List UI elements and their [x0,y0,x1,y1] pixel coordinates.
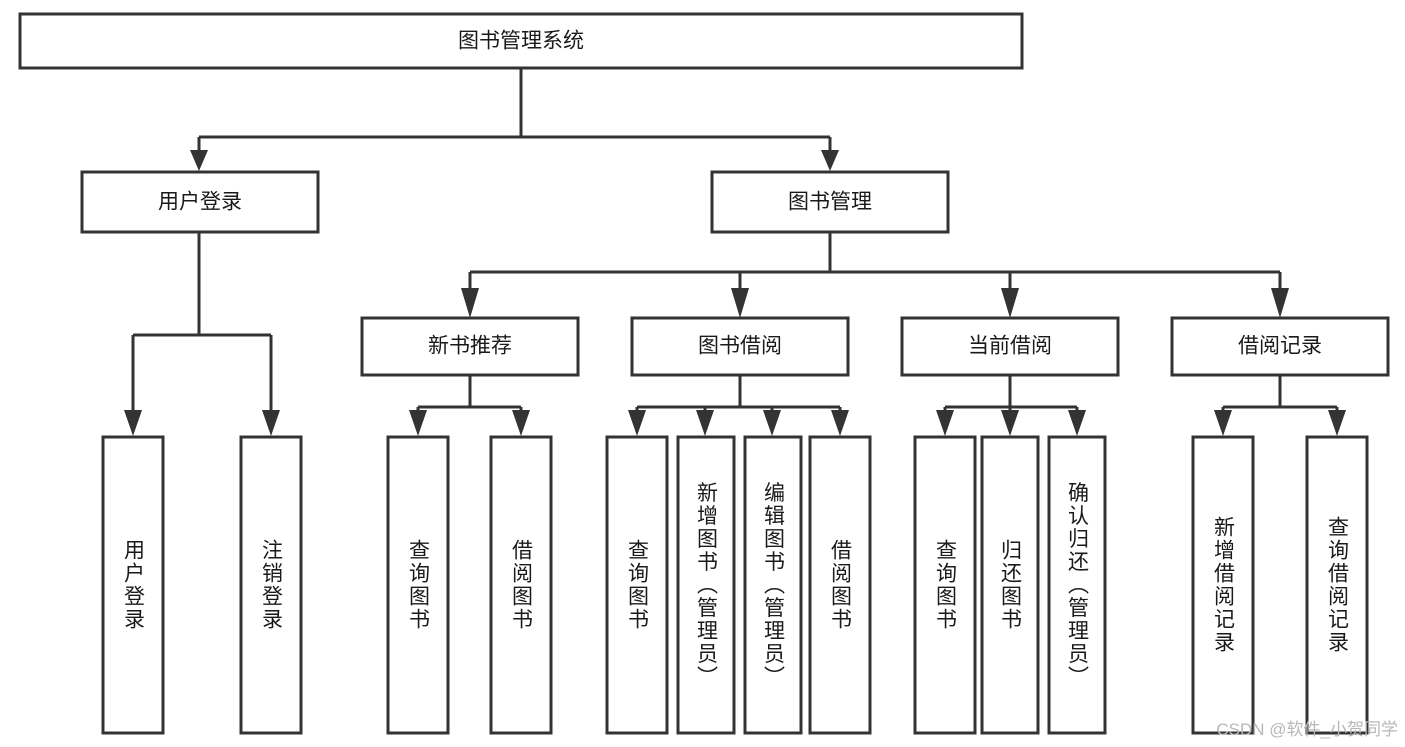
node-leaf-edit-book-box[interactable] [743,435,803,735]
connector-group-book-management [461,232,1289,318]
connector-group-book-borrow [628,375,849,436]
node-user-login[interactable]: 用户登录 [80,170,320,234]
node-leaf-query-book-1[interactable]: 查询图书 [386,435,450,735]
node-book-borrow[interactable]: 图书借阅 [630,316,850,377]
node-leaf-borrow-book-2[interactable]: 借阅图书 [808,435,872,735]
node-leaf-add-record-box[interactable] [1191,435,1255,735]
node-leaf-user-login[interactable]: 用户登录 [101,435,165,735]
arrow-head-leaf-query-book-1 [409,410,427,436]
node-leaf-logout-login-label: 注销登录 [260,539,284,631]
node-leaf-query-book-1-box[interactable] [386,435,450,735]
arrow-head-leaf-borrow-book-2 [831,410,849,436]
arrow-head-book-borrow [731,288,749,318]
node-leaf-query-book-3-box[interactable] [913,435,977,735]
node-leaf-borrow-book-2-box[interactable] [808,435,872,735]
node-leaf-edit-book[interactable]: 编辑图书（管理员） [743,435,803,735]
node-leaf-user-login-box[interactable] [101,435,165,735]
arrow-head-borrow-record [1271,288,1289,318]
node-leaf-confirm-return-label: 确认归还（管理员） [1066,482,1090,689]
node-root[interactable]: 图书管理系统 [18,12,1024,70]
connector-group-user-login [124,232,280,436]
node-leaf-return-book-box[interactable] [980,435,1040,735]
node-leaf-edit-book-label: 编辑图书（管理员） [762,482,786,689]
arrow-head-leaf-query-record [1328,410,1346,436]
arrow-head-leaf-edit-book [763,410,781,436]
node-leaf-add-book-label: 新增图书（管理员） [695,482,719,689]
arrow-head-user-login [190,150,208,171]
node-borrow-record-label: 借阅记录 [1238,335,1322,358]
node-current-borrow-label: 当前借阅 [968,335,1052,358]
node-current-borrow-box[interactable] [900,316,1120,377]
node-leaf-return-book[interactable]: 归还图书 [980,435,1040,735]
arrow-head-leaf-query-book-3 [936,410,954,436]
node-book-borrow-label: 图书借阅 [698,335,782,358]
arrow-head-leaf-logout-login [262,410,280,436]
node-book-management-box[interactable] [710,170,950,234]
node-book-borrow-box[interactable] [630,316,850,377]
node-borrow-record-box[interactable] [1170,316,1390,377]
arrow-head-leaf-add-record [1214,410,1232,436]
node-root-label: 图书管理系统 [458,30,584,53]
node-leaf-borrow-book-1-box[interactable] [489,435,553,735]
node-current-borrow[interactable]: 当前借阅 [900,316,1120,377]
node-leaf-add-record[interactable]: 新增借阅记录 [1191,435,1255,735]
node-book-management[interactable]: 图书管理 [710,170,950,234]
node-leaf-confirm-return-box[interactable] [1047,435,1107,735]
node-leaf-user-login-label: 用户登录 [122,539,146,631]
arrow-head-leaf-return-book [1001,410,1019,436]
arrow-head-current-borrow [1001,288,1019,318]
node-leaf-query-book-3[interactable]: 查询图书 [913,435,977,735]
arrow-head-leaf-user-login [124,410,142,436]
node-leaf-query-record[interactable]: 查询借阅记录 [1305,435,1369,735]
connector-group-new-book-recommend [409,375,530,436]
node-leaf-logout-login[interactable]: 注销登录 [239,435,303,735]
connector-group-root [190,68,839,171]
arrow-head-leaf-query-book-2 [628,410,646,436]
node-leaf-query-book-3-label: 查询图书 [934,539,958,631]
node-new-book-recommend-box[interactable] [360,316,580,377]
arrow-head-leaf-borrow-book-1 [512,410,530,436]
arrow-head-leaf-confirm-return [1068,410,1086,436]
node-leaf-confirm-return[interactable]: 确认归还（管理员） [1047,435,1107,735]
node-user-login-box[interactable] [80,170,320,234]
node-book-management-label: 图书管理 [788,191,872,214]
node-leaf-query-book-2-label: 查询图书 [626,539,650,631]
node-leaf-query-book-2-box[interactable] [605,435,669,735]
node-leaf-borrow-book-1-label: 借阅图书 [510,539,534,631]
arrow-head-new-book-recommend [461,288,479,318]
node-leaf-query-book-1-label: 查询图书 [407,539,431,631]
node-leaf-return-book-label: 归还图书 [999,539,1023,631]
node-new-book-recommend-label: 新书推荐 [428,335,512,358]
node-leaf-borrow-book-2-label: 借阅图书 [829,539,853,631]
node-leaf-borrow-book-1[interactable]: 借阅图书 [489,435,553,735]
arrow-head-book-management [821,150,839,171]
node-borrow-record[interactable]: 借阅记录 [1170,316,1390,377]
watermark-label: CSDN @软件_小贺同学 [1216,720,1398,739]
node-leaf-query-record-box[interactable] [1305,435,1369,735]
node-leaf-add-book[interactable]: 新增图书（管理员） [676,435,736,735]
node-new-book-recommend[interactable]: 新书推荐 [360,316,580,377]
connector-group-current-borrow [936,375,1086,436]
node-leaf-query-record-label: 查询借阅记录 [1326,516,1350,654]
node-leaf-query-book-2[interactable]: 查询图书 [605,435,669,735]
node-leaf-logout-login-box[interactable] [239,435,303,735]
node-leaf-add-record-label: 新增借阅记录 [1212,516,1236,654]
node-leaf-add-book-box[interactable] [676,435,736,735]
connector-group-borrow-record [1214,375,1346,436]
arrow-head-leaf-add-book [696,410,714,436]
node-user-login-label: 用户登录 [158,191,242,214]
node-root-box[interactable] [18,12,1024,70]
